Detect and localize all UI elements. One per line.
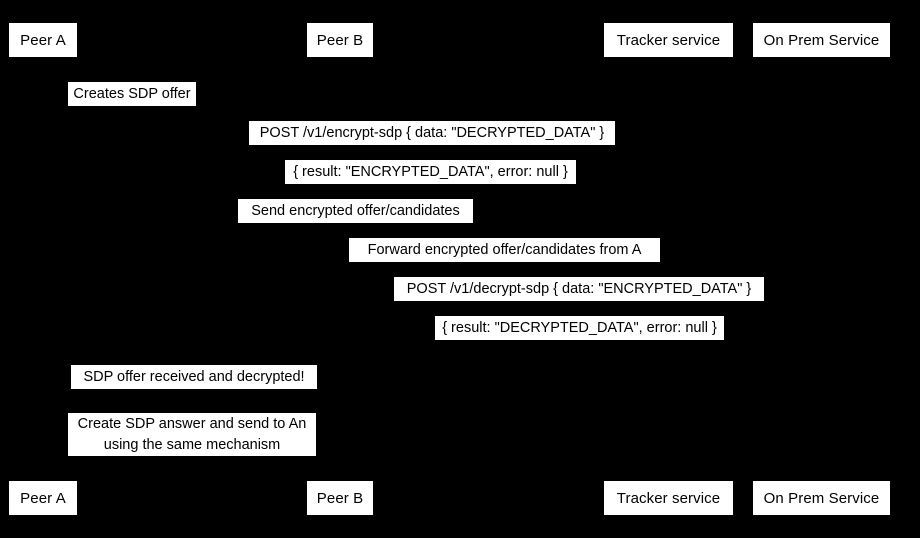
participant-label: Peer A	[20, 489, 66, 507]
message-label-msg-4[interactable]: Send encrypted offer/candidates	[238, 199, 473, 223]
participant-tracker-service-bottom[interactable]: Tracker service	[604, 481, 733, 515]
lifeline-tracker-service	[668, 57, 669, 481]
message-line-msg-4	[43, 225, 668, 226]
message-label-msg-1[interactable]: Creates SDP offer	[68, 82, 196, 106]
participant-label: Tracker service	[616, 31, 721, 49]
participant-label: Tracker service	[616, 489, 721, 507]
message-arrowhead-msg-2	[813, 143, 821, 153]
participant-peer-b-top[interactable]: Peer B	[307, 23, 373, 57]
participant-label: On Prem Service	[763, 489, 880, 507]
message-line-msg-6	[340, 303, 821, 304]
participant-tracker-service-top[interactable]: Tracker service	[604, 23, 733, 57]
participant-peer-b-bottom[interactable]: Peer B	[307, 481, 373, 515]
message-label-msg-7[interactable]: { result: "DECRYPTED_DATA", error: null …	[435, 316, 724, 340]
message-line-msg-5	[340, 264, 668, 265]
message-arrowhead-msg-4	[660, 221, 668, 231]
lifeline-peer-a	[43, 57, 44, 481]
participant-on-prem-service-bottom[interactable]: On Prem Service	[753, 481, 890, 515]
message-label-msg-9[interactable]: Create SDP answer and send to An using t…	[68, 413, 316, 456]
message-label-msg-6[interactable]: POST /v1/decrypt-sdp { data: "ENCRYPTED_…	[394, 277, 764, 301]
message-label-msg-5[interactable]: Forward encrypted offer/candidates from …	[349, 238, 660, 262]
participant-label: On Prem Service	[763, 31, 880, 49]
participant-peer-a-bottom[interactable]: Peer A	[9, 481, 77, 515]
message-label-msg-3[interactable]: { result: "ENCRYPTED_DATA", error: null …	[285, 160, 576, 184]
message-label-msg-2[interactable]: POST /v1/encrypt-sdp { data: "DECRYPTED_…	[249, 121, 615, 145]
lifeline-on-prem-service	[821, 57, 822, 481]
message-arrowhead-msg-7	[340, 338, 348, 348]
message-label-msg-8[interactable]: SDP offer received and decrypted!	[71, 365, 317, 389]
participant-label: Peer B	[316, 31, 364, 49]
message-line-msg-7	[340, 342, 821, 343]
participant-label: Peer B	[316, 489, 364, 507]
participant-on-prem-service-top[interactable]: On Prem Service	[753, 23, 890, 57]
message-arrowhead-msg-6	[813, 299, 821, 309]
message-arrowhead-msg-5	[340, 260, 348, 270]
message-arrowhead-msg-3	[43, 182, 51, 192]
participant-peer-a-top[interactable]: Peer A	[9, 23, 77, 57]
message-line-msg-3	[43, 186, 821, 187]
message-line-msg-2	[43, 147, 821, 148]
participant-label: Peer A	[20, 31, 66, 49]
